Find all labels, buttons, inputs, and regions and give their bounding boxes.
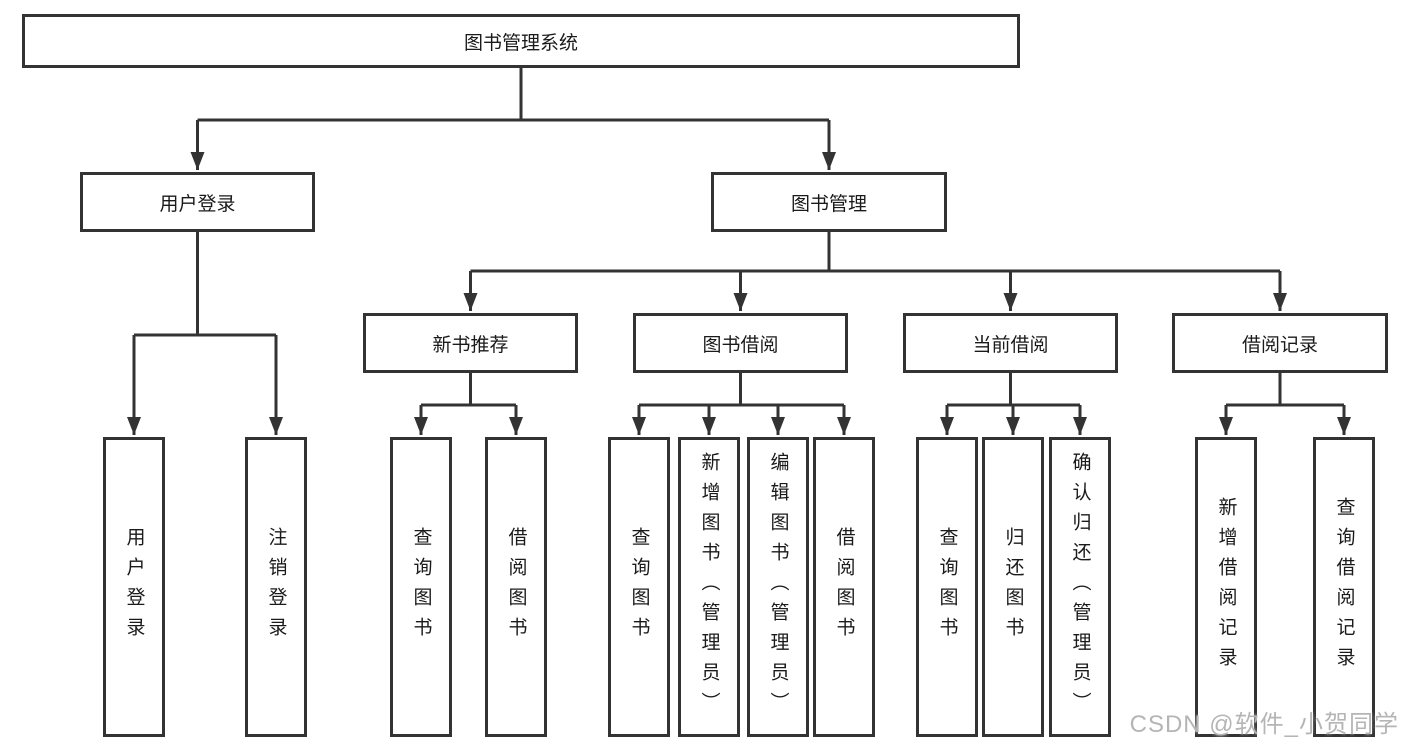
node-book-borrowing: 图书借阅 [633,313,848,373]
leaf-current-search-books: 查询图书 [916,437,978,737]
node-label: 新增图书（管理员） [698,452,720,722]
node-user-login: 用户登录 [80,172,315,232]
node-label: 确认归还（管理员） [1069,452,1091,722]
node-label: 图书借阅 [702,334,779,356]
node-label: 用户登录 [159,193,236,215]
leaf-edit-books-admin: 编辑图书（管理员） [747,437,809,737]
node-label: 图书管理系统 [463,32,578,54]
node-label: 归还图书 [1002,527,1024,647]
node-label: 借阅图书 [833,527,855,647]
leaf-search-borrow-record: 查询借阅记录 [1313,437,1375,737]
node-current-borrowing: 当前借阅 [903,313,1118,373]
node-new-book-recommendation: 新书推荐 [363,313,578,373]
node-book-management: 图书管理 [711,172,947,232]
node-label: 借阅图书 [505,527,527,647]
leaf-recommend-borrow-books: 借阅图书 [485,437,547,737]
leaf-return-books: 归还图书 [982,437,1044,737]
node-borrowing-records: 借阅记录 [1172,313,1388,373]
node-label: 新增借阅记录 [1215,497,1237,677]
leaf-recommend-search-books: 查询图书 [390,437,452,737]
node-label: 图书管理 [790,193,867,215]
node-label: 借阅记录 [1241,334,1318,356]
node-label: 新书推荐 [432,334,509,356]
leaf-logout: 注销登录 [245,437,307,737]
node-library-management-system: 图书管理系统 [22,14,1020,68]
node-label: 编辑图书（管理员） [767,452,789,722]
leaf-user-login: 用户登录 [103,437,165,737]
leaf-borrowing-search-books: 查询图书 [608,437,670,737]
node-label: 当前借阅 [972,334,1049,356]
node-label: 注销登录 [265,527,287,647]
leaf-add-borrow-record: 新增借阅记录 [1195,437,1257,737]
leaf-borrow-books: 借阅图书 [813,437,875,737]
node-label: 用户登录 [123,527,145,647]
node-label: 查询图书 [628,527,650,647]
node-label: 查询图书 [410,527,432,647]
node-label: 查询图书 [936,527,958,647]
node-label: 查询借阅记录 [1333,497,1355,677]
leaf-add-books-admin: 新增图书（管理员） [678,437,740,737]
leaf-confirm-return-admin: 确认归还（管理员） [1049,437,1111,737]
